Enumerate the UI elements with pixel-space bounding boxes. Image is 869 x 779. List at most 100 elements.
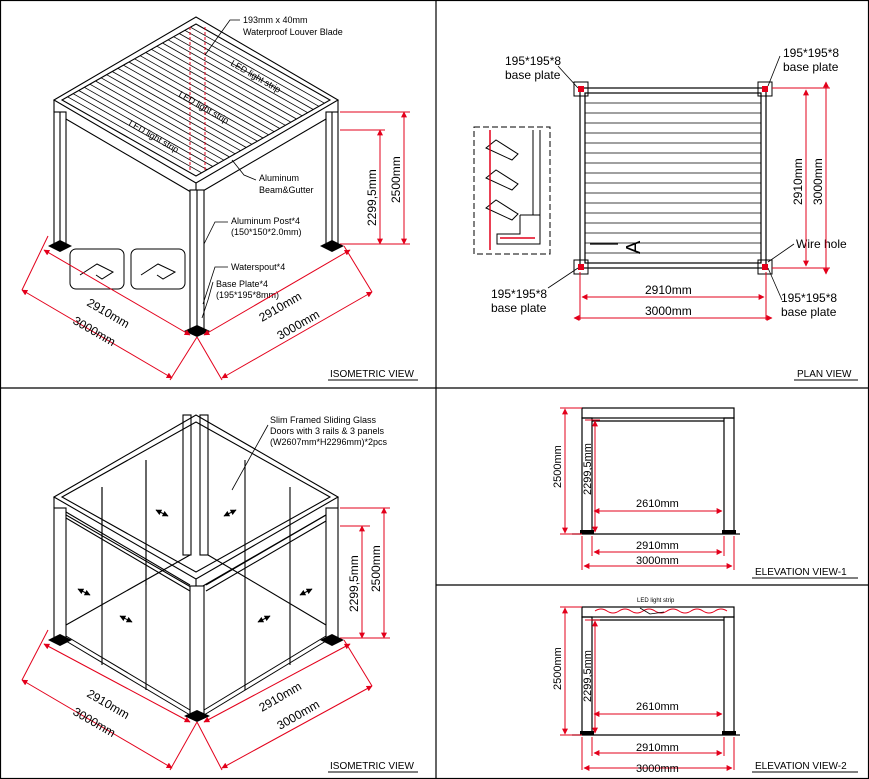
elevation-dimensions — [560, 606, 735, 771]
louver-blades — [67, 26, 325, 174]
louver-blade — [106, 74, 241, 152]
louver-blade — [145, 52, 280, 129]
dim-height-inner: 2299,5mm — [365, 169, 379, 226]
dim-outer-width: 3000mm — [636, 555, 679, 567]
post-label: Aluminum Post*4 — [231, 216, 300, 226]
sliding-arrows — [77, 509, 313, 623]
plan-louvers — [585, 102, 761, 254]
view-title: ELEVATION VIEW-1 — [755, 567, 847, 578]
isometric-view-1: LED light strip LED light strip LED ligh… — [21, 15, 418, 381]
led-blades — [594, 608, 728, 614]
base-plate-label: Base Plate*4 — [216, 279, 268, 289]
beam-label: Beam&Gutter — [259, 185, 314, 195]
louver-blade — [100, 77, 236, 155]
beam-label: Aluminum — [259, 173, 299, 183]
base-plate-spec: 195*195*8 — [781, 291, 837, 305]
base-plate-label: base plate — [491, 301, 547, 315]
dim-height-inner: 2299,5mm — [582, 443, 594, 495]
louver-blade — [179, 33, 314, 110]
louver-blade — [95, 80, 230, 158]
louver-blade — [167, 39, 303, 117]
plan-leaders — [547, 55, 795, 301]
width-dimensions-right — [196, 245, 373, 381]
enclosure-frame — [52, 414, 340, 690]
dim-height-outer: 2500mm — [552, 647, 564, 690]
post-detail-thumbnails — [69, 248, 186, 290]
led-strip-label: LED light strip — [127, 118, 181, 155]
dim-height-inner: 2299,5mm — [582, 650, 594, 702]
dim-height-inner: 2299,5mm — [347, 555, 361, 612]
dim-width-inner: 2910mm — [645, 283, 692, 297]
louver-blade — [84, 86, 219, 164]
louver-blade — [72, 93, 208, 171]
dim-height-outer: 2500mm — [389, 156, 403, 203]
post-label: (150*150*2.0mm) — [231, 227, 302, 237]
plan-view: A 195*195*8 base plate 195*195*8 base pl… — [473, 46, 858, 381]
louver-blade — [128, 61, 264, 139]
louver-blade — [89, 83, 225, 161]
elevation-frame — [572, 606, 740, 736]
dim-outer-width: 3000mm — [636, 763, 679, 775]
base-plate-label: (195*195*8mm) — [216, 290, 279, 300]
led-strip-label: LED light strip — [177, 89, 231, 126]
width-dimensions-left — [21, 235, 198, 381]
base-plate-spec: 195*195*8 — [505, 54, 561, 68]
door-spec-label: Doors with 3 rails & 3 panels — [270, 426, 385, 436]
louver-blade — [190, 26, 325, 104]
waterspout-label: Waterspout*4 — [231, 262, 285, 272]
elevation-feet — [580, 530, 736, 534]
elevation-view-1: 2500mm 2299,5mm 2610mm 2910mm 3000mm ELE… — [552, 407, 858, 579]
blade-highlight — [189, 27, 206, 170]
louver-blade — [139, 55, 275, 133]
elevation-view-2: LED light strip 2500mm 2299,5mm 2610mm 2… — [552, 598, 858, 775]
view-title: ISOMETRIC VIEW — [330, 761, 414, 772]
louver-blade — [162, 42, 297, 120]
louver-blade — [112, 71, 247, 148]
plan-dimensions — [573, 81, 830, 321]
dim-inner-width: 2910mm — [636, 742, 679, 754]
louver-blade — [156, 45, 292, 123]
base-plate-label: base plate — [781, 305, 837, 319]
led-strip-label: LED light strip — [637, 598, 675, 604]
plan-anchor-marks — [578, 86, 768, 270]
dim-width-outer: 3000mm — [645, 304, 692, 318]
louver-blade — [67, 96, 202, 174]
door-spec-label: Slim Framed Sliding Glass — [270, 415, 377, 425]
height-dimensions — [340, 111, 410, 245]
base-plate-label: base plate — [505, 68, 561, 82]
section-mark: A — [623, 240, 645, 254]
dim-height-outer: 2500mm — [552, 445, 564, 488]
louver-blade — [184, 29, 320, 107]
plan-base-plates — [573, 81, 773, 275]
view-title: PLAN VIEW — [797, 369, 852, 380]
elevation-feet — [580, 731, 736, 735]
louver-blade — [173, 36, 308, 114]
dim-clear-width: 2610mm — [636, 701, 679, 713]
view-title: ELEVATION VIEW-2 — [755, 761, 847, 772]
blade-spec-label: 193mm x 40mm — [243, 15, 308, 25]
louver-blade — [151, 48, 286, 126]
elevation-dimensions — [560, 407, 735, 570]
elevation-frame — [572, 407, 740, 535]
aluminum-posts — [53, 111, 339, 331]
leaders — [201, 19, 257, 319]
dim-height-outer: 2500mm — [369, 545, 383, 592]
dim-depth-inner: 2910mm — [791, 158, 805, 205]
base-plate-label: base plate — [783, 60, 839, 74]
blade-spec-label: Waterproof Louver Blade — [243, 27, 343, 37]
height-dimensions — [340, 507, 390, 639]
wire-hole-label: Wire hole — [796, 237, 847, 251]
plan-frame — [579, 87, 767, 269]
width-dimensions-left — [21, 629, 198, 771]
isometric-view-2: Slim Framed Sliding Glass Doors with 3 r… — [21, 414, 418, 773]
width-dimensions-right — [196, 639, 373, 771]
dim-depth-outer: 3000mm — [811, 158, 825, 205]
louver-blade — [117, 67, 253, 145]
dim-inner-width: 2910mm — [636, 540, 679, 552]
door-leader — [231, 424, 269, 491]
section-detail — [473, 126, 551, 255]
led-leader — [639, 607, 665, 615]
view-title: ISOMETRIC VIEW — [330, 369, 414, 380]
